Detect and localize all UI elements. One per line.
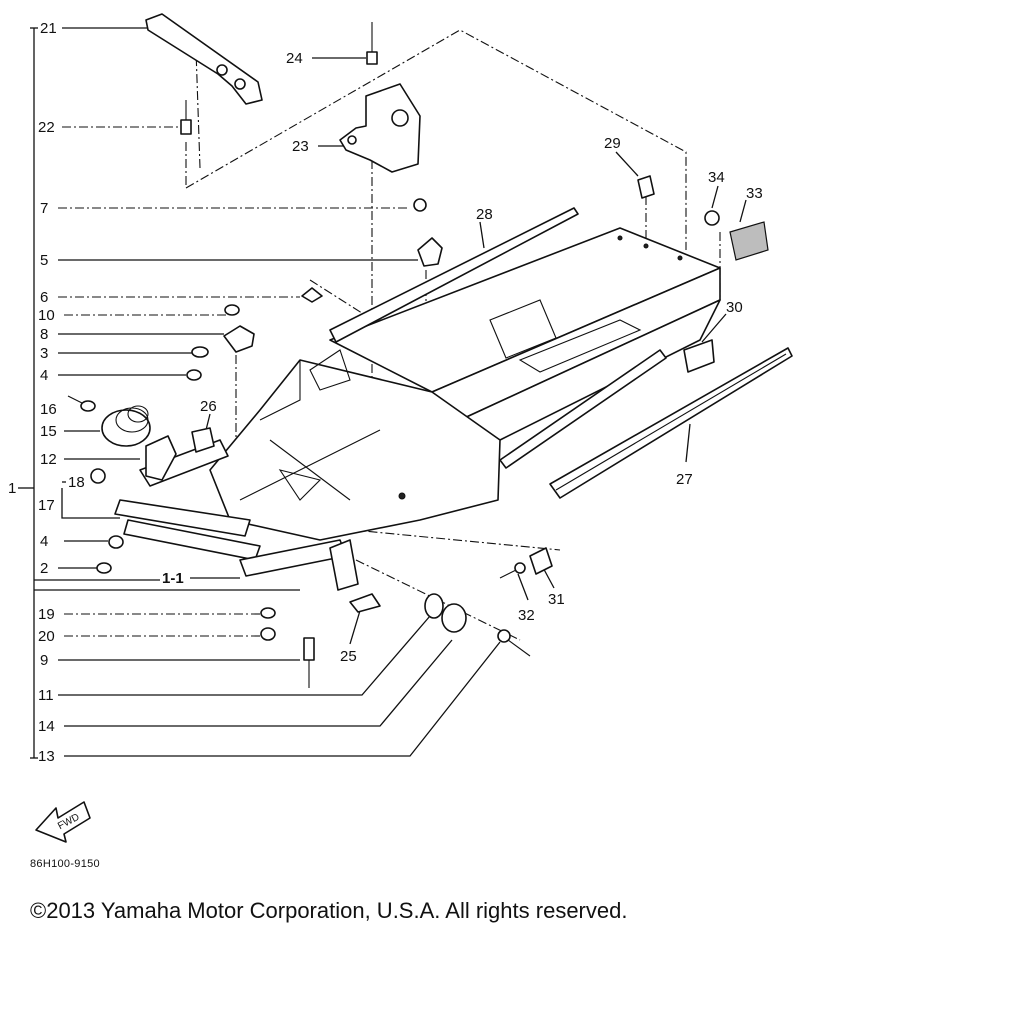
callout-8: 8 xyxy=(40,326,48,343)
callout-labels: 21 22 7 5 6 10 8 3 4 16 15 12 1 18 17 4 … xyxy=(8,20,763,765)
part-2 xyxy=(96,562,112,574)
part-20 xyxy=(260,627,276,641)
bolt-24 xyxy=(366,22,378,65)
bracket-31 xyxy=(529,547,553,575)
part-4-lower xyxy=(108,535,124,549)
bolt-13 xyxy=(497,629,531,657)
bolt-32 xyxy=(499,562,526,579)
callout-19: 19 xyxy=(38,606,55,623)
callout-31: 31 xyxy=(548,591,565,608)
bracket-5 xyxy=(417,237,443,267)
callout-13: 13 xyxy=(38,748,55,765)
callout-leaders xyxy=(34,27,747,757)
bracket-8 xyxy=(223,325,255,353)
callout-10: 10 xyxy=(38,307,55,324)
callout-20: 20 xyxy=(38,628,55,645)
copyright-notice: ©2013 Yamaha Motor Corporation, U.S.A. A… xyxy=(30,898,628,923)
callout-26: 26 xyxy=(200,398,217,415)
part-19 xyxy=(260,607,276,619)
callout-3: 3 xyxy=(40,345,48,362)
bolt-16 xyxy=(67,395,96,412)
reflector-33 xyxy=(729,221,769,261)
callout-33: 33 xyxy=(746,185,763,202)
callout-28: 28 xyxy=(476,206,493,223)
callout-30: 30 xyxy=(726,299,743,316)
part-6 xyxy=(301,287,323,303)
callout-1-1: 1-1 xyxy=(162,570,184,587)
callout-22: 22 xyxy=(38,119,55,136)
callout-14: 14 xyxy=(38,718,55,735)
callout-25: 25 xyxy=(340,648,357,665)
drawing-code: 86H100-9150 xyxy=(30,858,100,870)
part-11 xyxy=(424,593,444,619)
callout-4-lower: 4 xyxy=(40,533,48,550)
plate-25 xyxy=(349,593,381,613)
part-18 xyxy=(90,468,106,484)
callout-18: 18 xyxy=(68,474,85,491)
side-rail-27 xyxy=(549,347,793,499)
callout-34: 34 xyxy=(708,169,725,186)
nut-7 xyxy=(413,198,427,212)
running-board-28 xyxy=(329,207,579,343)
callout-2: 2 xyxy=(40,560,48,577)
part-4-upper xyxy=(186,369,202,381)
callout-7: 7 xyxy=(40,200,48,217)
bracket-21 xyxy=(145,13,263,105)
chassis-frame xyxy=(114,227,721,591)
callout-9: 9 xyxy=(40,652,48,669)
part-14 xyxy=(441,603,467,633)
collar-10 xyxy=(224,304,240,316)
callout-11: 11 xyxy=(38,687,54,704)
boot-15 xyxy=(101,405,151,447)
callout-6: 6 xyxy=(40,289,48,306)
callout-4-upper: 4 xyxy=(40,367,48,384)
callout-27: 27 xyxy=(676,471,693,488)
callout-32: 32 xyxy=(518,607,535,624)
callout-24: 24 xyxy=(286,50,303,67)
callout-17: 17 xyxy=(38,497,55,514)
spindle-12 xyxy=(145,435,177,481)
bolt-22 xyxy=(180,100,192,135)
left-bracket xyxy=(18,27,38,759)
callout-15: 15 xyxy=(40,423,57,440)
callout-12: 12 xyxy=(40,451,57,468)
bolt-9 xyxy=(303,637,315,688)
fwd-arrow-icon: FWD xyxy=(35,801,91,843)
part-3 xyxy=(191,346,209,358)
callout-23: 23 xyxy=(292,138,309,155)
bracket-23 xyxy=(339,83,421,173)
part-34 xyxy=(704,210,720,226)
bracket-26 xyxy=(191,427,215,453)
callout-1: 1 xyxy=(8,480,16,497)
callout-21: 21 xyxy=(40,20,57,37)
callout-16: 16 xyxy=(40,401,57,418)
cap-29 xyxy=(637,175,655,199)
callout-29: 29 xyxy=(604,135,621,152)
callout-5: 5 xyxy=(40,252,48,269)
label-30 xyxy=(683,339,715,373)
